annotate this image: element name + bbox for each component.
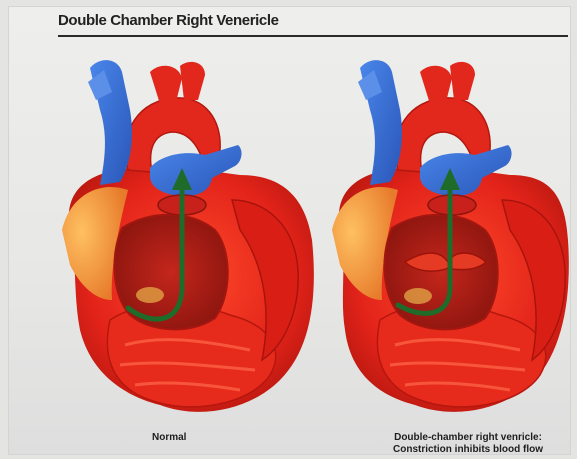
caption-dcrv-line1: Double-chamber right venricle: — [368, 432, 568, 444]
caption-double-chamber: Double-chamber right venricle: Constrict… — [368, 432, 568, 456]
caption-normal: Normal — [152, 432, 186, 444]
caption-dcrv-line2: Constriction inhibits blood flow — [368, 444, 568, 456]
right-ventricle-chamber — [384, 215, 497, 330]
